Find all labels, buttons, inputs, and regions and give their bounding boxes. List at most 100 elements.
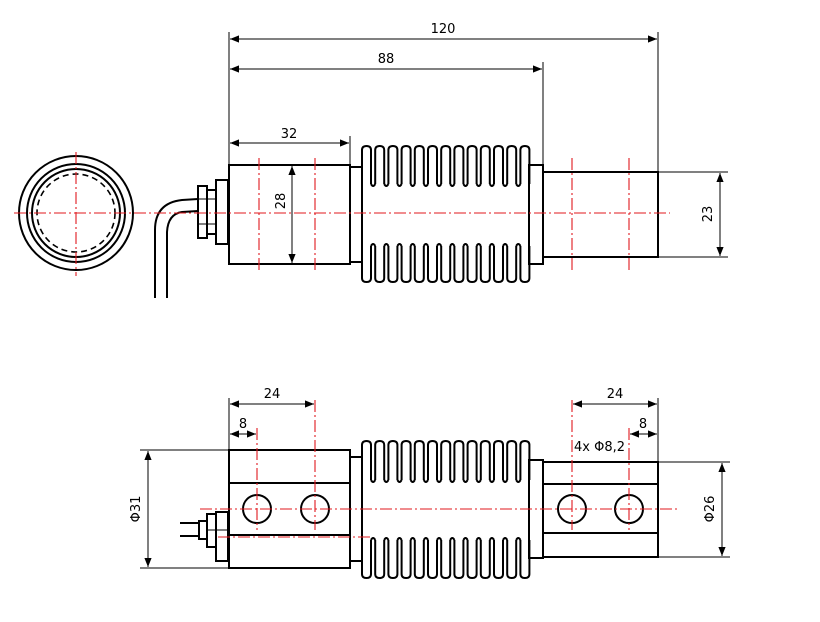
bellows-fin — [387, 144, 399, 184]
bellows-fin — [422, 243, 429, 247]
bellows-fin — [449, 479, 456, 483]
bellows-fin — [422, 479, 429, 483]
bellows-fin — [370, 537, 377, 541]
bellows-fin — [374, 144, 386, 184]
bellows-fin — [449, 537, 456, 541]
bellows-fin — [519, 246, 531, 284]
bellows-fin — [387, 246, 399, 284]
bellows-fin — [436, 537, 443, 541]
bellows-fin — [427, 144, 438, 184]
bellows-fin — [400, 246, 412, 284]
bellows-fin — [396, 537, 403, 541]
bellows-fin — [413, 439, 425, 480]
bellows-fin — [488, 479, 495, 483]
bellows-fin — [488, 537, 495, 541]
bellows-fin — [422, 183, 429, 187]
bellows-fin — [519, 439, 531, 480]
bellows-fin — [515, 537, 522, 541]
bellows-fin — [479, 540, 491, 580]
bellows-fin — [488, 183, 495, 187]
bellows-fin — [462, 537, 469, 541]
bellows-fin — [440, 144, 452, 184]
bellows-fin — [493, 540, 504, 580]
bellows-fin — [361, 439, 372, 480]
bellows-fin — [515, 243, 522, 247]
bellows-fin — [479, 439, 491, 480]
bellows-fin — [493, 144, 504, 184]
bellows-fin — [436, 183, 443, 187]
bellows-fin — [493, 246, 504, 284]
bellows-fin — [462, 243, 469, 247]
bellows-bottom — [361, 439, 531, 580]
bellows-fin — [475, 479, 482, 483]
bellows-fin — [413, 144, 425, 184]
dim-right-block-height: 23 — [701, 206, 716, 223]
bellows-top — [361, 144, 531, 284]
bellows-fin — [413, 246, 425, 284]
bellows-fin — [466, 439, 478, 480]
bellows-fin — [370, 243, 377, 247]
bellows-fin — [475, 243, 482, 247]
bellows-fin — [427, 439, 438, 480]
dim-gauge-length: 88 — [378, 52, 395, 67]
bellows-fin — [488, 243, 495, 247]
bellows-fin — [400, 540, 412, 580]
bellows-fin — [400, 439, 412, 480]
dim-left-block-length: 32 — [281, 127, 298, 142]
bellows-fin — [506, 246, 518, 284]
bellows-fin — [453, 144, 465, 184]
bellows-fin — [396, 243, 403, 247]
bellows-fin — [436, 243, 443, 247]
bellows-fin — [383, 537, 390, 541]
bellows-fin — [519, 540, 531, 580]
bellows-fin — [506, 540, 518, 580]
bellows-fin — [409, 537, 416, 541]
hole-callout: 4x Φ8,2 — [574, 440, 625, 455]
bellows-fin — [361, 144, 372, 184]
dim-hole-offset-right: 8 — [639, 417, 647, 432]
bellows-fin — [383, 479, 390, 483]
bellows-fin — [422, 537, 429, 541]
bellows-fin — [453, 540, 465, 580]
bellows-fin — [506, 144, 518, 184]
bellows-fin — [466, 144, 478, 184]
bellows-fin — [427, 540, 438, 580]
bellows-fin — [396, 183, 403, 187]
bellows-fin — [374, 439, 386, 480]
bellows-fin — [427, 246, 438, 284]
bellows-fin — [449, 243, 456, 247]
bellows-fin — [440, 439, 452, 480]
bellows-fin — [515, 479, 522, 483]
bellows-fin — [453, 246, 465, 284]
bellows-fin — [413, 540, 425, 580]
bellows-fin — [374, 246, 386, 284]
side-view: 120 88 32 28 23 — [14, 22, 728, 298]
bellows-fin — [370, 479, 377, 483]
bellows-fin — [361, 246, 372, 284]
bellows-fin — [475, 537, 482, 541]
bellows-fin — [440, 246, 452, 284]
bellows-fin — [436, 479, 443, 483]
bellows-fin — [479, 246, 491, 284]
dim-hole-offset-left: 8 — [239, 417, 247, 432]
bellows-fin — [462, 183, 469, 187]
bellows-fin — [387, 439, 399, 480]
bellows-fin — [440, 540, 452, 580]
front-view: 24 8 24 8 4x Φ8,2 Φ31 Φ26 — [129, 387, 730, 580]
bellows-fin — [466, 540, 478, 580]
bellows-fin — [400, 144, 412, 184]
bellows-fin — [383, 243, 390, 247]
bellows-fin — [515, 183, 522, 187]
bellows-fin — [502, 479, 509, 483]
bellows-fin — [374, 540, 386, 580]
dim-hole-spacing-right: 24 — [607, 387, 624, 402]
bellows-fin — [396, 479, 403, 483]
dim-body-height: 28 — [274, 193, 289, 210]
dim-right-diameter: Φ26 — [703, 496, 718, 523]
bellows-fin — [475, 183, 482, 187]
bellows-fin — [370, 183, 377, 187]
bellows-fin — [519, 144, 531, 184]
bellows-fin — [361, 540, 372, 580]
bellows-fin — [449, 183, 456, 187]
